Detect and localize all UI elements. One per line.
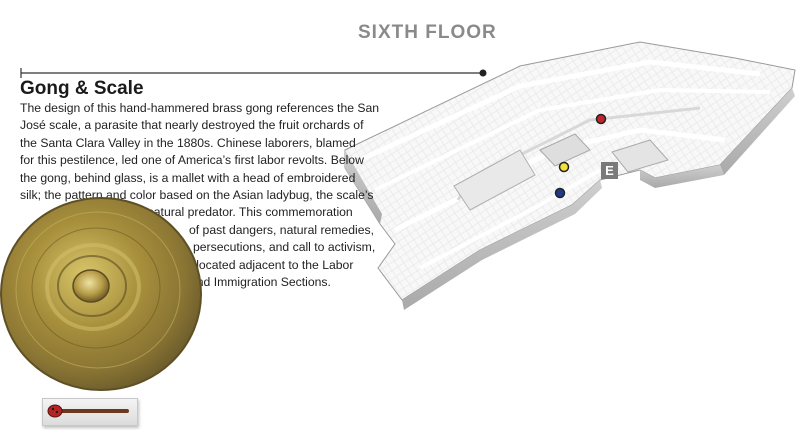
marker-yellow <box>558 161 570 173</box>
gong-image <box>0 197 202 391</box>
floor-title: SIXTH FLOOR <box>358 22 497 43</box>
building-outline <box>344 41 796 310</box>
marker-blue <box>554 187 566 199</box>
desc-line: The design of this hand-hammered brass g… <box>20 101 380 115</box>
artwork-title: Gong & Scale <box>20 78 144 99</box>
desc-line: José scale, a parasite that nearly destr… <box>20 118 364 133</box>
desc-line: the gong, behind glass, is a mallet with… <box>20 170 356 185</box>
desc-line: natural predator. This commemoration <box>147 205 353 220</box>
mallet-image <box>42 398 138 426</box>
desc-line: the Santa Clara Valley in the 1880s. Chi… <box>20 135 356 150</box>
marker-red <box>595 113 607 125</box>
artwork-description: The design of this hand-hammered brass g… <box>20 100 380 291</box>
desc-line: of past dangers, natural remedies, <box>189 222 374 237</box>
desc-line: for this pestilence, led one of America’… <box>20 153 364 168</box>
desc-line: is located adjacent to the Labor <box>184 257 354 272</box>
desc-line: persecutions, and call to activism, <box>193 240 376 255</box>
callout-anchor-dot <box>479 69 487 77</box>
desc-line: and Immigration Sections. <box>190 275 331 290</box>
entry-label: E <box>601 162 618 179</box>
